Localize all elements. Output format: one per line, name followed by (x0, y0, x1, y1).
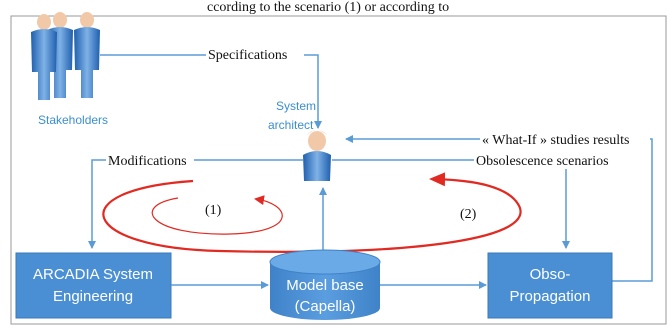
system-architect-label-line2: architect (268, 118, 314, 132)
stakeholders-icon (31, 12, 100, 100)
arcadia-label-line2: Engineering (53, 288, 133, 305)
modifications-arrow (88, 159, 303, 249)
obso-propagation-box (487, 252, 613, 319)
header-fragment: ccording to the scenario (1) or accordin… (207, 0, 449, 15)
specifications-arrow (100, 54, 322, 129)
modifications-label: Modifications (108, 154, 187, 169)
specifications-label: Specifications (208, 48, 287, 63)
arcadia-label-line1: ARCADIA System (33, 266, 153, 283)
model-base-cylinder (269, 249, 381, 320)
obsolescence-scenarios-label: Obsolescence scenarios (476, 154, 609, 169)
obso-propagation-label-line1: Obso- (530, 266, 571, 283)
inner-loop-1 (151, 195, 283, 235)
model-base-label-line1: Model base (286, 277, 364, 294)
arcadia-box (15, 252, 172, 319)
outer-loop-2 (102, 172, 522, 253)
obsolescence-scenarios-arrow (332, 159, 570, 249)
diagram-frame (10, 15, 667, 325)
what-if-results-label: « What-If » studies results (482, 133, 630, 148)
system-architect-icon (303, 130, 331, 181)
stakeholders-label: Stakeholders (38, 113, 108, 127)
model-base-label-line2: (Capella) (295, 298, 356, 315)
obso-propagation-label-line2: Propagation (510, 288, 591, 305)
loop-1-label: (1) (205, 203, 222, 218)
loop-2-label: (2) (460, 207, 477, 222)
system-architect-label-line1: System (276, 99, 316, 113)
